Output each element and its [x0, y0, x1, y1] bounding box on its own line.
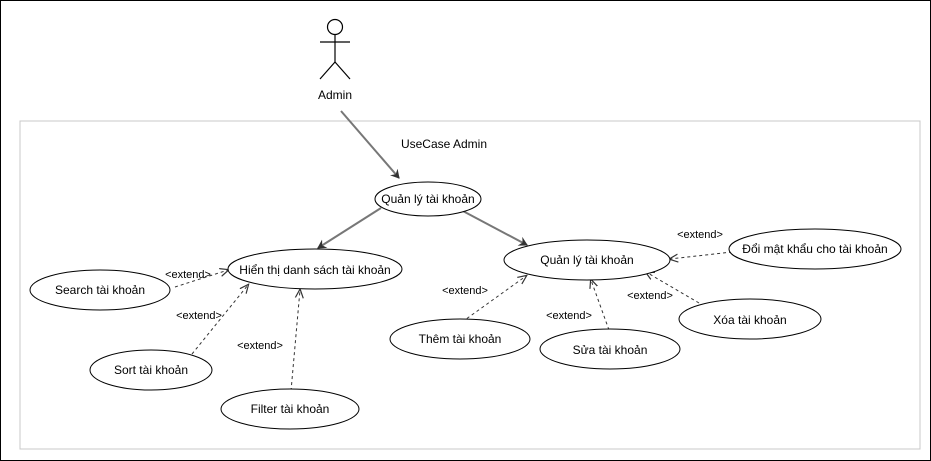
extend-delete-manage — [646, 272, 700, 304]
association-manage-account — [460, 209, 528, 246]
extend-add-manage — [461, 276, 526, 323]
usecase-delete[interactable]: Xóa tài khoản — [678, 298, 822, 340]
usecase-manage-account[interactable]: Quản lý tài khoản — [503, 239, 671, 281]
usecase-display-list[interactable]: Hiển thị danh sách tài khoản — [227, 248, 403, 290]
usecase-search[interactable]: Search tài khoản — [29, 269, 171, 311]
usecase-edit[interactable]: Sửa tài khoản — [539, 328, 681, 370]
extend-label-add: <extend> — [442, 285, 488, 297]
usecase-add-label: Thêm tài khoản — [419, 332, 502, 346]
actor-right-leg — [334, 61, 351, 80]
system-boundary — [19, 120, 921, 450]
usecase-change-password[interactable]: Đổi mật khẩu cho tài khoản — [728, 228, 902, 270]
association-manage-display — [317, 207, 382, 249]
system-boundary-title: UseCase Admin — [401, 137, 487, 151]
actor-head — [326, 18, 344, 36]
usecase-filter-label: Filter tài khoản — [251, 402, 330, 416]
usecase-edit-label: Sửa tài khoản — [573, 343, 648, 357]
actor-left-leg — [319, 61, 336, 80]
extend-label-sort: <extend> — [176, 310, 222, 322]
usecase-sort[interactable]: Sort tài khoản — [89, 349, 213, 391]
association-admin-manage — [340, 110, 400, 179]
extend-label-delete: <extend> — [627, 290, 673, 302]
usecase-manage-account-label: Quản lý tài khoản — [540, 253, 633, 267]
usecase-delete-label: Xóa tài khoản — [713, 313, 786, 327]
extend-password-manage — [670, 251, 733, 259]
extend-edit-manage — [591, 280, 610, 331]
usecase-filter[interactable]: Filter tài khoản — [220, 388, 360, 430]
actor-name: Admin — [318, 88, 352, 102]
admin-actor[interactable] — [319, 18, 351, 80]
extend-sort-display — [191, 285, 248, 355]
extend-label-edit: <extend> — [546, 310, 592, 322]
usecase-sort-label: Sort tài khoản — [114, 363, 188, 377]
usecase-display-list-label: Hiển thị danh sách tài khoản — [239, 263, 390, 277]
usecase-change-password-label: Đổi mật khẩu cho tài khoản — [742, 242, 887, 256]
extend-filter-display — [290, 290, 300, 392]
usecase-manage-accounts[interactable]: Quản lý tài khoản — [374, 181, 482, 217]
usecase-add[interactable]: Thêm tài khoản — [389, 318, 531, 360]
extend-label-search: <extend> — [165, 269, 211, 281]
extend-label-password: <extend> — [677, 229, 723, 241]
usecase-search-label: Search tài khoản — [55, 283, 145, 297]
usecase-manage-accounts-label: Quản lý tài khoản — [381, 192, 474, 206]
extend-label-filter: <extend> — [237, 340, 283, 352]
